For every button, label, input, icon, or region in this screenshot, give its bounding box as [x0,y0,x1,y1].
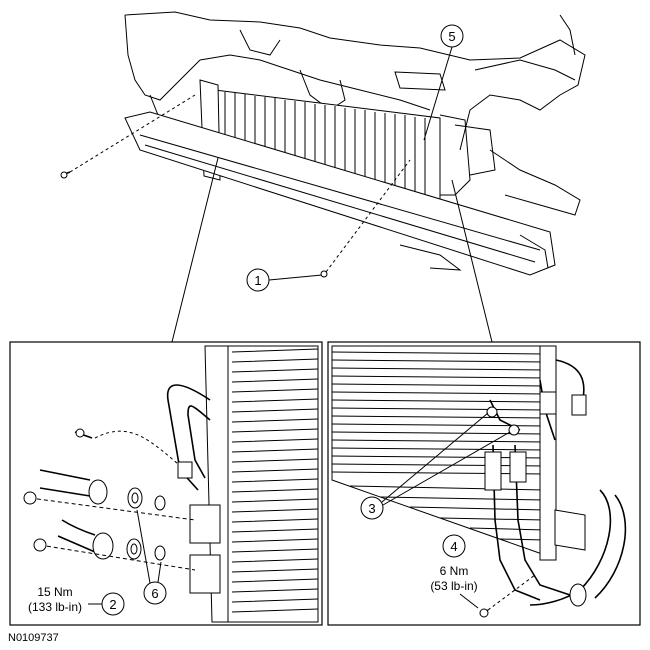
figure-id: N0109737 [8,632,59,644]
callout-6: 6 [136,509,167,605]
callout-2: 2 [88,592,125,616]
right-detail-fins [331,351,546,541]
svg-text:15 Nm: 15 Nm [37,585,72,599]
torque-spec-right: 6 Nm (53 lb-in) [430,564,479,609]
svg-text:6 Nm: 6 Nm [440,564,469,578]
detail-right-box [327,341,641,626]
detail-left-box [9,341,323,626]
svg-text:2: 2 [109,597,116,612]
callout-1: 1 [246,159,411,292]
callout-3: 3 [360,412,511,520]
left-detail-fins [231,348,319,613]
vehicle-front-overview [60,11,586,343]
callout-4: 4 [442,534,466,558]
svg-text:6: 6 [151,586,158,601]
svg-text:(133 lb-in): (133 lb-in) [28,600,82,614]
svg-text:1: 1 [254,273,261,288]
svg-text:(53 lb-in): (53 lb-in) [430,579,477,593]
svg-text:4: 4 [450,539,457,554]
svg-text:5: 5 [448,29,455,44]
callout-5: 5 [423,24,464,141]
svg-text:3: 3 [368,501,375,516]
torque-spec-left: 15 Nm (133 lb-in) [28,585,82,614]
